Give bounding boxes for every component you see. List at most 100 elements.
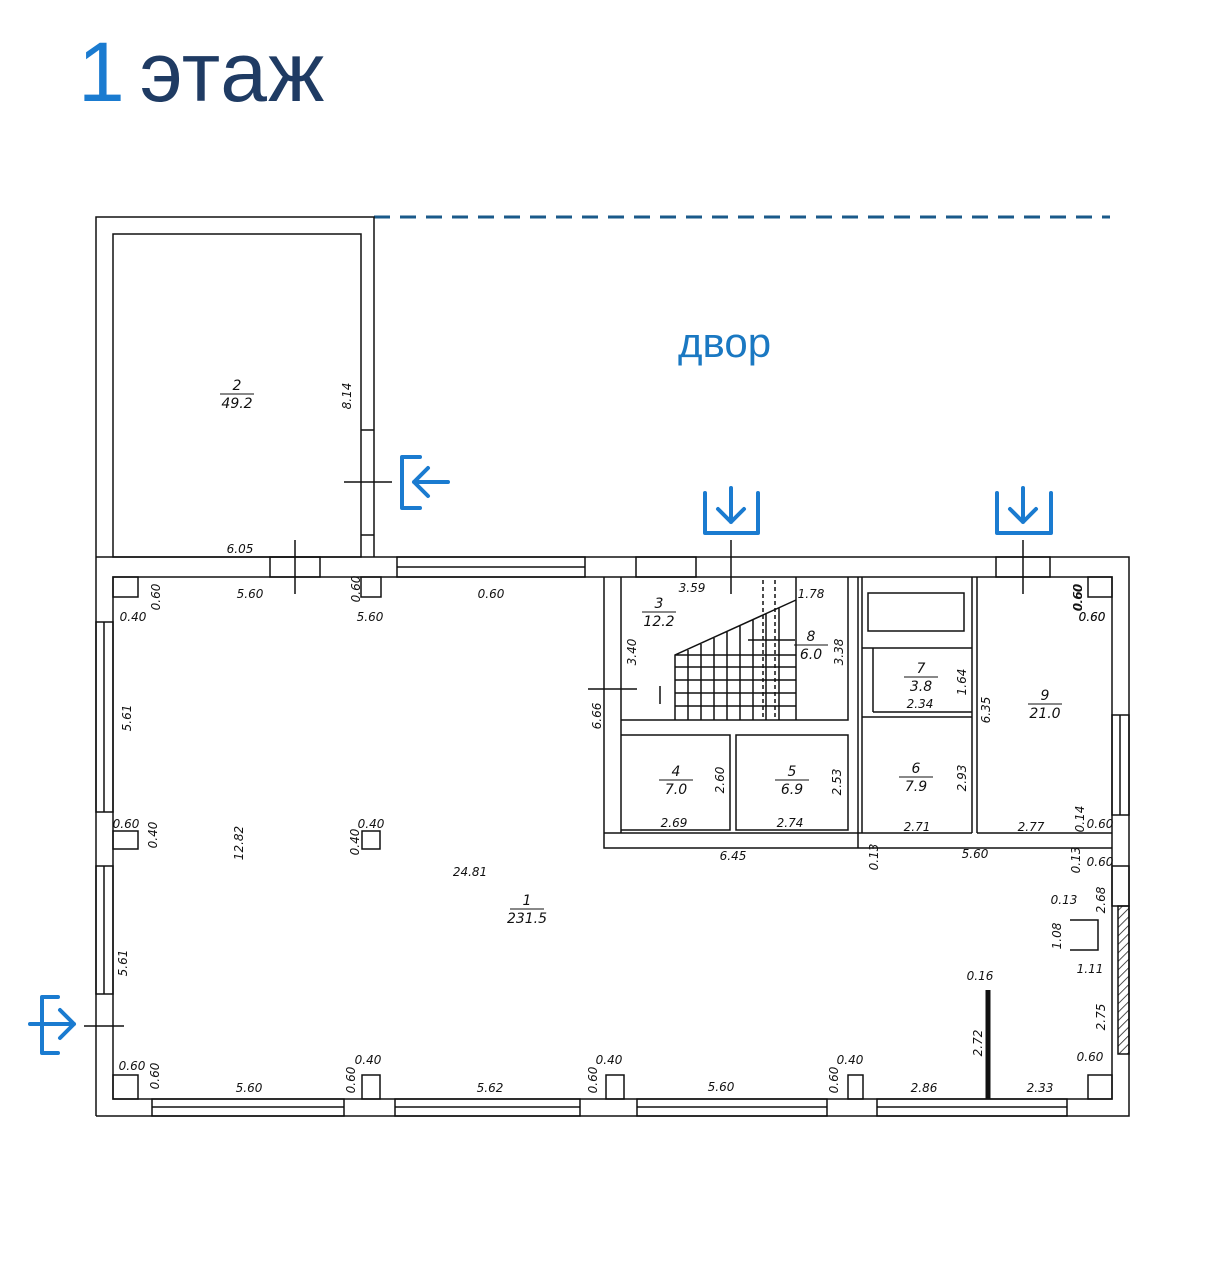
column-top-right [1087,576,1113,598]
dimension-label: 2.72 [971,1030,985,1057]
dimension-label: 0.60 [148,1062,162,1089]
window-top-3 [635,556,697,578]
room-area: 7.9 [905,779,927,795]
dimension-label: 24.81 [453,865,487,879]
dimension-label: 1.78 [798,587,825,601]
room-number: 8 [807,629,816,645]
room-1-label: 1 231.5 [507,893,547,927]
dimension-label: 5.61 [120,705,134,732]
room-3-label: 312.2 [642,596,676,630]
arrow-in-right-icon [28,995,76,1055]
dimension-label: 12.82 [232,826,246,860]
arrow-in-left-icon [400,455,450,510]
dimension-label: 0.60 [1077,1050,1104,1064]
dimension-label: 5.60 [357,610,384,624]
floor-word: этаж [139,25,326,119]
dimension-label: 0.60 [827,1066,841,1093]
window-right-2 [1111,865,1130,907]
arrow-down-box-icon [703,486,760,535]
dimension-label: 2.93 [955,765,969,792]
room-number: 9 [1041,688,1050,704]
room-area: 21.0 [1029,706,1060,722]
dimension-label: 0.13 [1051,893,1078,907]
room-number: 1 [523,893,532,909]
dimension-label: 6.05 [227,542,254,556]
bathtub [867,592,965,632]
yard-label: двор [678,319,772,366]
dimension-label: 5.62 [477,1081,504,1095]
floor-number: 1 [78,25,126,119]
room-area: 3.8 [910,679,932,695]
dimension-label: 0.60 [149,583,163,610]
room-number: 5 [788,764,797,780]
dimension-label: 2.86 [911,1081,938,1095]
column-top-left [112,576,139,598]
column-bottom-2 [361,1074,381,1100]
dimension-label: 1.08 [1050,922,1064,949]
dimension-label: 6.45 [720,849,747,863]
column-bottom-left [112,1074,139,1100]
room-4-label: 47.0 [659,764,693,798]
dimension-label: 0.40 [837,1053,864,1067]
dimension-label: 3.40 [625,638,639,665]
dimension-label: 3.59 [679,581,706,595]
room-number: 2 [233,378,242,394]
dimension-label: 8.14 [340,383,354,410]
garage-outer-wall [95,216,375,1116]
dimension-label: 6.66 [590,702,604,729]
dimension-label: 0.40 [146,821,160,848]
room-5-label: 56.9 [775,764,809,798]
room-number: 7 [917,661,926,677]
dimension-label: 1.11 [1077,962,1104,976]
dimension-label: 6.35 [979,697,993,724]
dimension-label: 0.60 [1071,584,1085,611]
dimension-label: 2.77 [1018,820,1045,834]
dimension-label: 0.60 [1071,583,1085,610]
column-top-mid [360,576,382,598]
room-number: 3 [655,596,664,612]
hatched-wall [1117,905,1130,1055]
room-area: 12.2 [643,614,674,630]
room-6-label: 67.9 [899,761,933,795]
column-center [361,830,381,850]
room-area: 6.9 [781,782,803,798]
dimension-label: 2.60 [713,766,727,793]
arrow-down-box-icon [995,486,1053,535]
main-outer-wall [96,556,1130,1117]
dimension-label: 3.38 [832,638,846,665]
dimension-label: 0.60 [349,575,363,602]
room-area: 7.0 [665,782,687,798]
dimension-label: 0.40 [358,817,385,831]
dimension-label: 5.60 [708,1080,735,1094]
dimension-label: 0.60 [478,587,505,601]
room-number: 6 [912,761,921,777]
dimension-label: 0.14 [1073,806,1087,833]
room-4-walls [621,734,731,831]
service-block-walls [603,577,1112,849]
dimension-label: 0.40 [120,610,147,624]
room-area: 49.2 [221,396,252,412]
stairs [674,599,797,720]
dimension-label: 0.13 [1069,847,1083,874]
dimension-label: 0.60 [1079,610,1106,624]
dimension-label: 0.40 [596,1053,623,1067]
main-inner-wall [112,576,1113,1100]
dimension-label: 2.53 [830,769,844,796]
column-bottom-right [1087,1074,1113,1100]
dimension-label: 0.40 [355,1053,382,1067]
dimension-label: 5.60 [962,847,989,861]
room-9-label: 921.0 [1028,688,1062,722]
room-area: 231.5 [507,911,547,927]
dimension-label: 0.60 [586,1066,600,1093]
partition-right [1070,919,1099,951]
room-7-walls [857,577,1112,848]
room-8-label: 86.0 [794,629,828,663]
dimension-label: 5.60 [237,587,264,601]
dimension-label: 5.61 [116,950,130,977]
room-5-walls [735,734,849,831]
dimension-label: 0.13 [867,844,881,871]
dimension-label: 1.64 [955,669,969,696]
room-number: 4 [672,764,681,780]
